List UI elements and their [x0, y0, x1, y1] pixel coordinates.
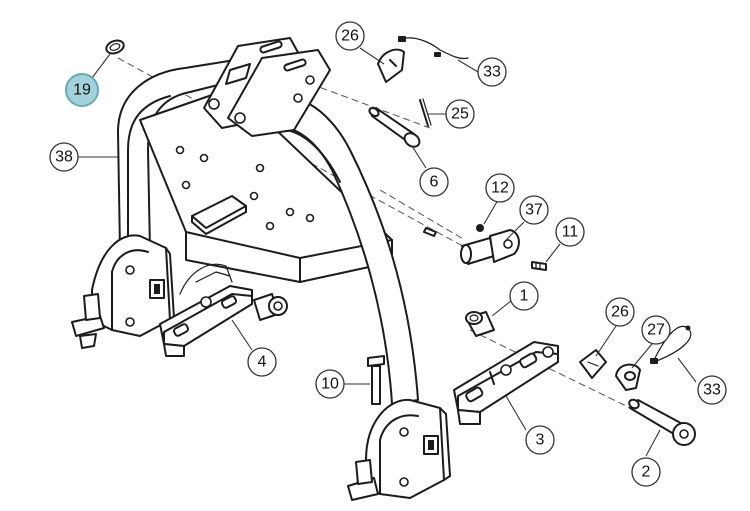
main-a-frame — [117, 37, 419, 405]
linch-pin-top — [377, 36, 469, 83]
callout-2[interactable]: 2 — [631, 457, 661, 487]
callout-label: 27 — [647, 322, 665, 339]
callout-4[interactable]: 4 — [247, 347, 277, 377]
lower-link-bracket-right — [453, 341, 559, 425]
bolt-10 — [367, 355, 385, 405]
leader-lines — [76, 47, 697, 457]
callout-label: 4 — [258, 354, 267, 371]
bushing — [465, 311, 495, 337]
left-foot-bracket — [71, 234, 175, 349]
callout-label: 11 — [562, 224, 579, 241]
callout-3[interactable]: 3 — [525, 425, 555, 455]
callout-label: 33 — [483, 64, 501, 81]
callout-label: 1 — [520, 288, 529, 305]
callout-label: 10 — [321, 376, 339, 393]
callout-label: 37 — [525, 202, 543, 219]
callout-33-top[interactable]: 33 — [477, 57, 507, 87]
callout-12[interactable]: 12 — [485, 173, 515, 203]
callout-37[interactable]: 37 — [519, 195, 549, 225]
callout-label: 38 — [55, 149, 73, 166]
cable-right — [650, 325, 692, 364]
callout-label: 19 — [73, 82, 91, 99]
callout-label: 3 — [536, 432, 545, 449]
callout-label: 12 — [491, 180, 509, 197]
callout-6[interactable]: 6 — [419, 167, 449, 197]
spring-pin — [419, 98, 432, 127]
callout-label: 26 — [341, 28, 359, 45]
lower-link-pin — [628, 398, 696, 446]
callout-27[interactable]: 27 — [641, 315, 671, 345]
callout-label: 6 — [430, 174, 439, 191]
callout-label: 25 — [451, 106, 469, 123]
callout-19[interactable]: 19 — [65, 73, 99, 107]
callout-label: 2 — [642, 464, 651, 481]
callout-38[interactable]: 38 — [49, 142, 79, 172]
callout-26-right[interactable]: 26 — [605, 297, 635, 327]
callout-25[interactable]: 25 — [445, 99, 475, 129]
callout-label: 33 — [703, 382, 721, 399]
callout-33-right[interactable]: 33 — [697, 375, 727, 405]
callout-10[interactable]: 10 — [315, 369, 345, 399]
callout-1[interactable]: 1 — [509, 281, 539, 311]
right-foot-bracket — [347, 398, 451, 501]
callout-11[interactable]: 11 — [555, 217, 585, 247]
ring-part — [105, 39, 125, 55]
callout-label: 26 — [611, 304, 629, 321]
top-link-pin — [368, 106, 421, 148]
lynch-clip — [615, 363, 641, 391]
linch-pin-right — [579, 349, 607, 379]
callout-26-top[interactable]: 26 — [335, 21, 365, 51]
pin-with-plate — [423, 224, 547, 271]
lower-link-bracket-left — [159, 263, 288, 357]
